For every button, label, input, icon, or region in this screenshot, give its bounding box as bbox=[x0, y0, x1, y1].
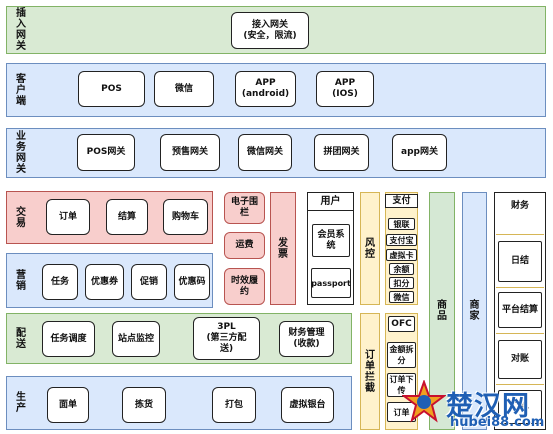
watermark-logo-icon bbox=[401, 379, 447, 424]
order-intercept-column[interactable]: 订 单 拦 截 bbox=[360, 313, 380, 430]
passport-box[interactable]: passport bbox=[311, 268, 351, 298]
balance-box[interactable]: 余额 bbox=[389, 263, 414, 275]
freight-box[interactable]: 运费 bbox=[224, 232, 265, 259]
daily-settlement-box[interactable]: 日结 bbox=[498, 241, 542, 282]
virtual-card-box[interactable]: 虚拟卡 bbox=[386, 249, 417, 261]
marketing-task-box[interactable]: 任务 bbox=[42, 264, 78, 300]
delivery-3pl-box[interactable]: 3PL (第三方配 送) bbox=[193, 317, 260, 360]
client-layer-label: 客 户 端 bbox=[16, 73, 26, 107]
reconciliation-box[interactable]: 对账 bbox=[498, 340, 542, 379]
marketing-coupon-box[interactable]: 优惠券 bbox=[85, 264, 124, 300]
production-virtual-cashier-box[interactable]: 虚拟银台 bbox=[281, 387, 334, 423]
production-waybill-box[interactable]: 面单 bbox=[47, 387, 89, 423]
finance-title: 财务 bbox=[510, 200, 529, 211]
delivery-dispatch-box[interactable]: 任务调度 bbox=[42, 321, 95, 357]
watermark-url: hubei88.com bbox=[450, 415, 545, 430]
platform-settlement-box[interactable]: 平台结算 bbox=[498, 292, 542, 328]
client-app-ios-box[interactable]: APP (IOS) bbox=[316, 71, 374, 107]
client-wechat-box[interactable]: 微信 bbox=[154, 71, 214, 107]
marketing-coupon-code-box[interactable]: 优惠码 bbox=[174, 264, 210, 300]
app-gateway-box[interactable]: app网关 bbox=[392, 134, 447, 171]
payment-title: 支付 bbox=[385, 194, 418, 208]
delivery-site-monitor-box[interactable]: 站点监控 bbox=[112, 321, 160, 357]
trade-cart-box[interactable]: 购物车 bbox=[163, 199, 208, 235]
user-title: 用户 bbox=[307, 193, 354, 211]
invoice-column[interactable]: 发 票 bbox=[270, 192, 296, 305]
delivery-layer-label: 配 送 bbox=[16, 327, 26, 350]
production-picking-box[interactable]: 拣货 bbox=[122, 387, 166, 423]
order-push-box[interactable]: 订单下 传 bbox=[387, 373, 416, 397]
production-packing-box[interactable]: 打包 bbox=[212, 387, 256, 423]
geofence-box[interactable]: 电子围 栏 bbox=[224, 192, 265, 224]
watermark-chinese: 楚汉网 bbox=[446, 391, 530, 422]
marketing-layer-label: 营 销 bbox=[16, 269, 26, 292]
trade-settlement-box[interactable]: 结算 bbox=[106, 199, 148, 235]
finance-divider-1 bbox=[496, 234, 544, 235]
delivery-finance-box[interactable]: 财务管理 (收款) bbox=[279, 321, 334, 357]
ofc-box[interactable]: OFC bbox=[388, 316, 415, 332]
pos-gateway-box[interactable]: POS网关 bbox=[77, 134, 135, 171]
amount-split-box[interactable]: 金额拆 分 bbox=[387, 342, 416, 368]
risk-control-column[interactable]: 风 控 bbox=[360, 192, 380, 305]
access-layer-label: 插 入 网 关 bbox=[16, 8, 26, 52]
group-buy-gateway-box[interactable]: 拼团网关 bbox=[314, 134, 369, 171]
production-layer-label: 生 产 bbox=[16, 392, 26, 414]
fulfillment-box[interactable]: 时效履 约 bbox=[224, 268, 265, 305]
alipay-box[interactable]: 支付宝 bbox=[386, 234, 417, 246]
trade-layer-label: 交 易 bbox=[16, 206, 26, 229]
finance-divider-3 bbox=[496, 333, 544, 334]
marketing-promotion-box[interactable]: 促销 bbox=[131, 264, 167, 300]
client-app-android-box[interactable]: APP (android) bbox=[235, 71, 296, 107]
points-box[interactable]: 扣分 bbox=[389, 277, 414, 289]
wechat-gateway-box[interactable]: 微信网关 bbox=[238, 134, 292, 171]
biz-gateway-layer-label: 业 务 网 关 bbox=[16, 131, 26, 175]
finance-divider-4 bbox=[496, 384, 544, 385]
access-gateway-box[interactable]: 接入网关 (安全，限流) bbox=[231, 12, 309, 49]
finance-divider-2 bbox=[496, 287, 544, 288]
member-system-box[interactable]: 会员系 统 bbox=[312, 224, 350, 257]
unionpay-box[interactable]: 银联 bbox=[388, 218, 415, 230]
presale-gateway-box[interactable]: 预售网关 bbox=[160, 134, 220, 171]
merchant-column[interactable]: 商 家 bbox=[462, 192, 487, 430]
client-pos-box[interactable]: POS bbox=[78, 71, 145, 107]
wechat-pay-box[interactable]: 微信 bbox=[389, 291, 414, 303]
trade-order-box[interactable]: 订单 bbox=[46, 199, 90, 235]
finance-order-box[interactable]: 订单 bbox=[498, 390, 542, 424]
goods-column[interactable]: 商 品 bbox=[429, 192, 455, 430]
